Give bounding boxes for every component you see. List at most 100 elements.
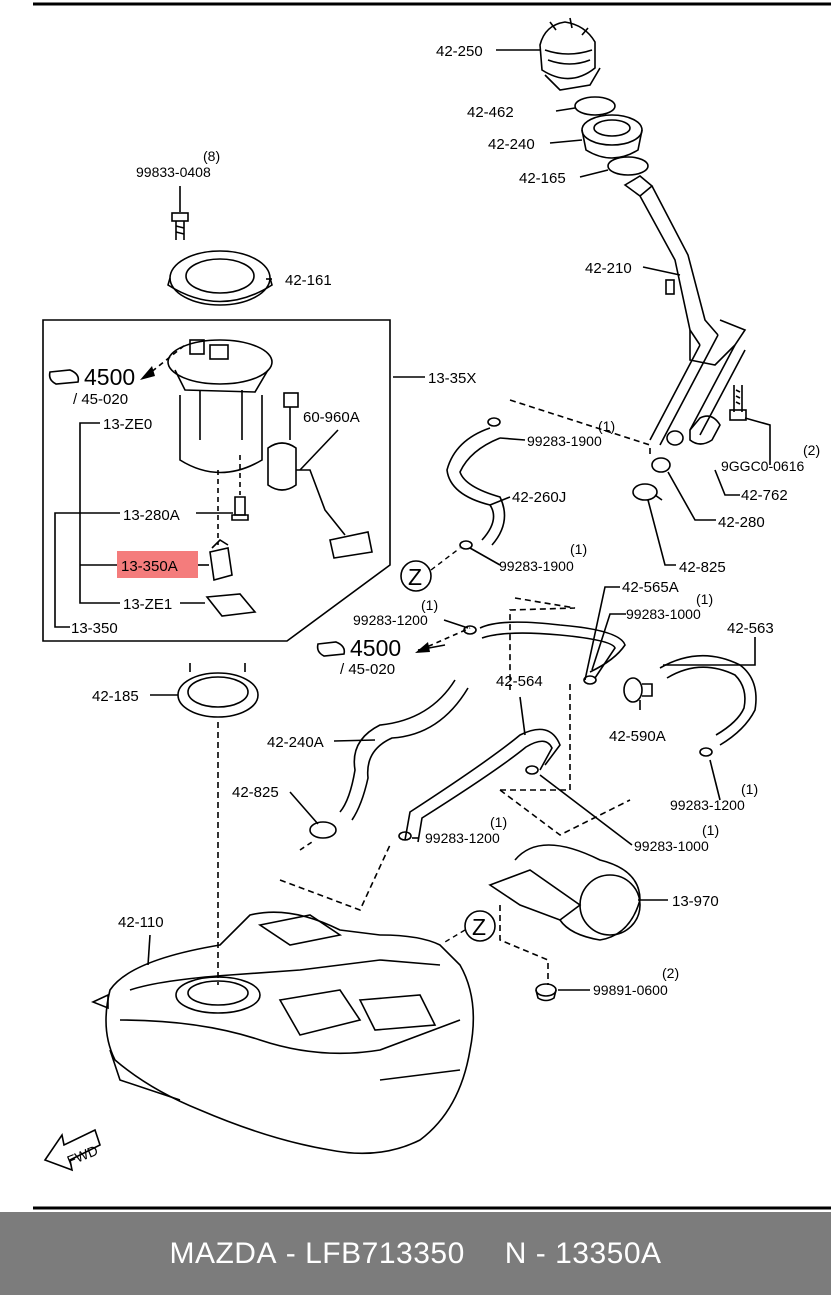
label-99833: 99833-0408 xyxy=(136,164,211,180)
fuel-pump-module-drawing xyxy=(167,339,273,474)
label-42-240a: 42-240A xyxy=(267,734,324,751)
fuel-tank-42-110-drawing xyxy=(90,911,475,1155)
hose-dashed-loop xyxy=(509,399,651,455)
filler-pipe-drawing xyxy=(623,175,747,446)
label-9ggc0-qty: (2) xyxy=(803,442,820,458)
label-45020-a: / 45-020 xyxy=(73,391,128,408)
z-dashed-a xyxy=(430,547,461,571)
clamp-99283-1200-b xyxy=(398,831,412,841)
label-13-350a: 13-350A xyxy=(121,558,178,575)
label-42-210: 42-210 xyxy=(585,260,632,277)
label-99283-1900-a: 99283-1900 xyxy=(527,433,602,449)
label-42-260j: 42-260J xyxy=(512,489,566,506)
ref-arrow-a-head xyxy=(140,366,155,380)
bolt-99833-drawing xyxy=(171,212,189,240)
leader-13-350 xyxy=(54,512,120,628)
label-99891-qty: (2) xyxy=(662,965,679,981)
hand-icon-a xyxy=(48,369,80,385)
label-99283-1900-a-qty: (1) xyxy=(598,418,615,434)
label-99283-1200-c: 99283-1200 xyxy=(670,797,745,813)
fuel-cap-drawing xyxy=(539,17,601,91)
label-42-110: 42-110 xyxy=(118,914,164,931)
clamp-99283-1900-a xyxy=(487,417,501,427)
label-42-185: 42-185 xyxy=(92,688,139,705)
filter-13-350a-drawing xyxy=(209,538,233,582)
label-13-970: 13-970 xyxy=(672,893,719,910)
z-circle-a xyxy=(400,560,432,592)
label-99283-1000-a-qty: (1) xyxy=(696,591,713,607)
dashed-canister xyxy=(499,789,631,985)
label-z-b: Z xyxy=(472,914,486,940)
label-4500-a: 4500 xyxy=(84,364,135,390)
bolt-9ggc0-drawing xyxy=(729,385,747,421)
hose-42-564-drawing xyxy=(404,728,561,843)
clamp-42-825-b-drawing xyxy=(309,821,337,839)
dashed-guide xyxy=(217,455,241,545)
hose-42-260j-drawing xyxy=(446,427,506,546)
footer-part-number: LFB713350 xyxy=(305,1236,465,1270)
hand-icon-b xyxy=(316,641,346,657)
label-99283-1200-a-qty: (1) xyxy=(421,597,438,613)
clamp-42-825-a-drawing xyxy=(632,483,663,501)
label-99283-1000-a: 99283-1000 xyxy=(626,606,701,622)
label-13-35x: 13-35X xyxy=(428,370,476,387)
pump-module-box xyxy=(42,319,391,642)
label-45020-b: / 45-020 xyxy=(340,661,395,678)
label-60-960a: 60-960A xyxy=(303,409,360,426)
ring-42-161-drawing xyxy=(167,250,273,306)
parts-diagram: 42-250 42-462 42-240 42-165 42-210 (8) 9… xyxy=(33,2,831,1210)
z-circle-b xyxy=(464,910,496,942)
label-42-165: 42-165 xyxy=(519,170,566,187)
label-z-a: Z xyxy=(408,564,422,590)
label-99283-1200-c-qty: (1) xyxy=(741,781,758,797)
label-99283-1200-a: 99283-1200 xyxy=(353,612,428,628)
hose-42-280-drawing xyxy=(651,430,684,473)
hose-dashed-b xyxy=(509,597,576,690)
label-42-762: 42-762 xyxy=(741,487,788,504)
label-9ggc0: 9GGC0-0616 xyxy=(721,458,804,474)
label-13-ze0: 13-ZE0 xyxy=(103,416,152,433)
label-99283-1000-b: 99283-1000 xyxy=(634,838,709,854)
label-99283-1000-b-qty: (1) xyxy=(702,822,719,838)
label-99833-qty: (8) xyxy=(203,148,220,164)
valve-42-590a-drawing xyxy=(623,677,653,703)
hose-42-563-drawing xyxy=(659,654,757,746)
z-dashed-b xyxy=(444,929,466,943)
label-42-825-b: 42-825 xyxy=(232,784,279,801)
label-42-250: 42-250 xyxy=(436,43,483,60)
label-99891: 99891-0600 xyxy=(593,982,668,998)
label-99283-1900-b: 99283-1900 xyxy=(499,558,574,574)
clamp-99283-1000-a xyxy=(583,675,597,685)
filter-60-960a-drawing xyxy=(267,392,373,559)
ref-arrow-b-head xyxy=(415,642,430,653)
strainer-13-ze1-drawing xyxy=(205,593,257,617)
valve-13-280a-drawing xyxy=(231,496,249,521)
o-ring-42-165 xyxy=(607,156,649,176)
hose-42-240a-drawing xyxy=(339,679,469,821)
cap-retainer-drawing xyxy=(581,114,643,159)
label-42-280: 42-280 xyxy=(718,514,765,531)
label-99283-1900-b-qty: (1) xyxy=(570,541,587,557)
label-13-280a: 13-280A xyxy=(123,507,180,524)
dashed-link-b xyxy=(299,839,316,851)
highlight-13-350a xyxy=(117,551,198,578)
hose-42-565a-drawing xyxy=(479,621,626,679)
label-42-564: 42-564 xyxy=(496,673,543,690)
footer-suffix: N xyxy=(504,1236,527,1270)
label-42-563: 42-563 xyxy=(727,620,774,637)
o-ring-42-462 xyxy=(574,96,616,116)
label-42-825-a: 42-825 xyxy=(679,559,726,576)
fwd-arrow xyxy=(43,1128,101,1172)
footer-sep-1: - xyxy=(276,1236,306,1270)
label-99283-1200-b: 99283-1200 xyxy=(425,830,500,846)
label-42-565a: 42-565A xyxy=(622,579,679,596)
label-42-240: 42-240 xyxy=(488,136,535,153)
clamp-99283-1900-b xyxy=(459,540,473,550)
label-42-462: 42-462 xyxy=(467,104,514,121)
label-4500-b: 4500 xyxy=(350,635,401,661)
ring-42-185-drawing xyxy=(177,663,259,718)
label-42-161: 42-161 xyxy=(285,272,332,289)
footer-brand: MAZDA xyxy=(169,1236,277,1270)
label-13-ze1: 13-ZE1 xyxy=(123,596,172,613)
